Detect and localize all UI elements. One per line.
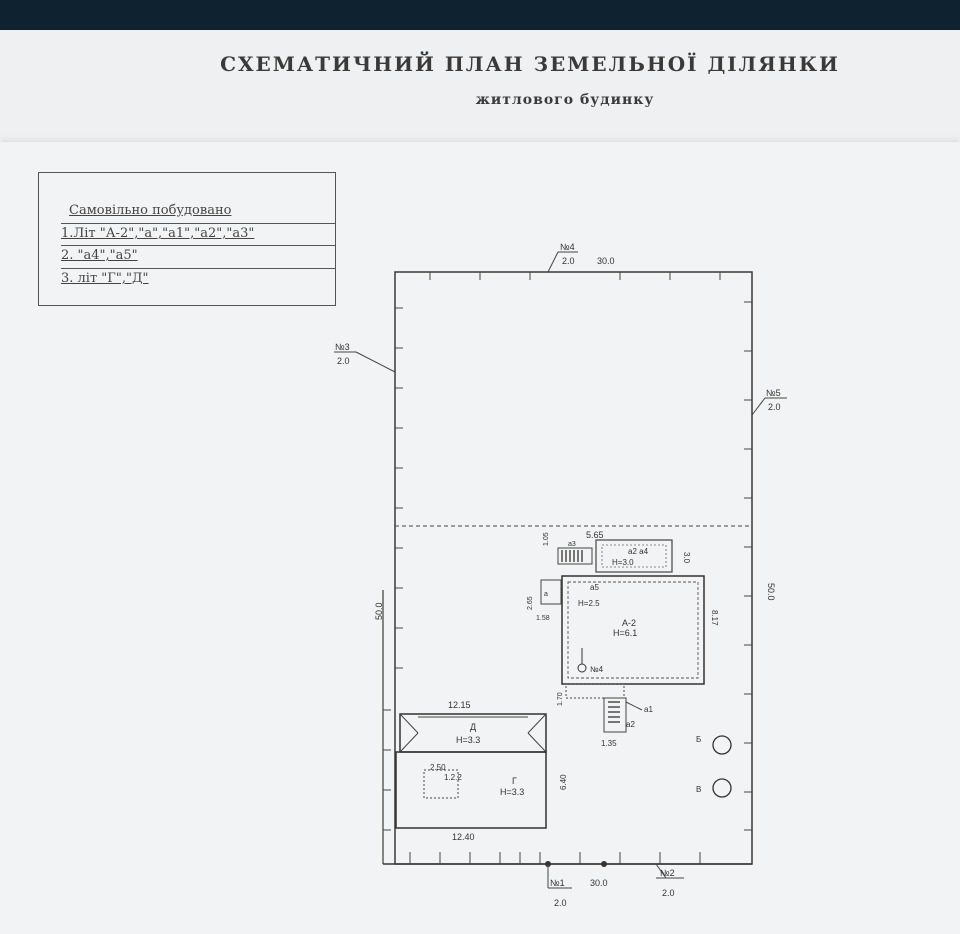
house-sub-height: H=2.5 — [578, 599, 600, 608]
annex-a-label: а — [544, 591, 548, 598]
marker-3-offset: 2.0 — [337, 356, 350, 366]
annex-width-dim: 5.65 — [586, 530, 604, 540]
porch-a2-hatching — [608, 701, 620, 723]
right-dimension: 50.0 — [766, 583, 776, 601]
porch-hatching — [561, 550, 583, 562]
shed-d-width: 12.15 — [448, 700, 471, 710]
marker-2-offset: 2.0 — [662, 888, 675, 898]
top-dimension: 30.0 — [597, 256, 615, 266]
legend-item-3: 3. літ "Г","Д" — [61, 271, 149, 286]
legend-item-1: 1.Літ "А-2","а","а1","а2","а3" — [61, 226, 255, 241]
well-4-label: №4 — [590, 665, 604, 674]
annex-side-dim: 3.0 — [682, 552, 691, 564]
porch-a1-label: а1 — [644, 705, 653, 714]
marker-1-offset: 2.0 — [554, 898, 567, 908]
document-title: СХЕМАТИЧНИЙ ПЛАН ЗЕМЕЛЬНОЇ ДІЛЯНКИ — [220, 52, 840, 76]
legend-divider — [61, 223, 335, 224]
well-v-label: В — [696, 785, 701, 794]
porch-a2-dim: 1.35 — [601, 739, 617, 748]
porch-a3 — [557, 547, 593, 565]
right-ticks — [744, 301, 752, 831]
house-inner-outline — [567, 581, 699, 679]
shed-g-width: 12.40 — [452, 832, 475, 842]
house-height: H=6.1 — [613, 628, 637, 638]
annex-a — [540, 579, 562, 605]
legend-item-2: 2. "а4","а5" — [61, 248, 138, 263]
bottom-ticks — [409, 852, 701, 864]
marker-3: №3 2.0 — [334, 342, 396, 373]
porch-label: а3 — [568, 541, 576, 548]
top-ticks — [429, 272, 721, 280]
marker-4-offset: 2.0 — [562, 256, 575, 266]
annex-height: H=3.0 — [612, 558, 634, 567]
cellar-label: 1.2.2 — [444, 773, 462, 782]
annex-a-dim: 2.65 — [527, 596, 534, 610]
well-v-icon — [712, 778, 732, 798]
shed-g — [395, 751, 547, 829]
annex-a2-a4 — [595, 539, 673, 573]
well-b-label: Б — [696, 735, 701, 744]
marker-5-offset: 2.0 — [768, 402, 781, 412]
legend-box: Самовільно побудовано 1.Літ "А-2","а","а… — [38, 172, 336, 306]
shed-g-label: Г — [512, 776, 517, 786]
marker-5-number: №5 — [766, 388, 781, 398]
left-ticks — [383, 307, 403, 831]
shed-g-side-dim: 6.40 — [559, 774, 568, 790]
annex-inner-outline — [601, 544, 667, 568]
shed-g-height: H=3.3 — [500, 787, 524, 797]
bottom-dimension: 30.0 — [590, 878, 608, 888]
legend-heading: Самовільно побудовано — [69, 203, 232, 218]
shed-d-label: Д — [470, 722, 476, 732]
house-sub-label: а5 — [590, 583, 599, 592]
shed-d-height: H=3.3 — [456, 735, 480, 745]
marker-1: №1 2.0 — [545, 861, 607, 908]
annex-label: а2 а4 — [628, 547, 649, 556]
cellar-outline — [423, 769, 459, 799]
porch-a2 — [603, 697, 627, 733]
legend-divider — [61, 268, 335, 269]
document-sheet: СХЕМАТИЧНИЙ ПЛАН ЗЕМЕЛЬНОЇ ДІЛЯНКИ житло… — [0, 30, 960, 934]
house-side-dim: 8.17 — [710, 610, 719, 626]
house-a2 — [561, 575, 705, 685]
site-plan-drawing: №4 2.0 30.0 №3 2.0 №5 2.0 50.0 50.0 5.65… — [334, 242, 787, 908]
marker-3-number: №3 — [335, 342, 350, 352]
shed-d — [399, 713, 547, 753]
annex-a-width: 1.58 — [536, 615, 550, 622]
porch-a2-label: а2 — [626, 720, 635, 729]
well-b-icon — [712, 735, 732, 755]
porch-a1 — [565, 683, 625, 699]
document-subtitle: житлового будинку — [475, 92, 655, 108]
marker-5: №5 2.0 — [751, 388, 787, 416]
well-4-icon — [577, 663, 587, 673]
marker-4: №4 2.0 — [547, 242, 578, 273]
porch-side-dim: 1.70 — [557, 692, 564, 706]
cellar-dim: 2.50 — [430, 763, 446, 772]
marker-1-number: №1 — [550, 878, 565, 888]
porch-dim: 1.05 — [543, 532, 550, 546]
marker-2: №2 2.0 — [655, 863, 684, 898]
marker-2-number: №2 — [660, 868, 675, 878]
left-dimension: 50.0 — [374, 602, 384, 620]
legend-divider — [61, 245, 335, 246]
house-label: А-2 — [622, 618, 636, 628]
marker-4-number: №4 — [560, 242, 575, 252]
